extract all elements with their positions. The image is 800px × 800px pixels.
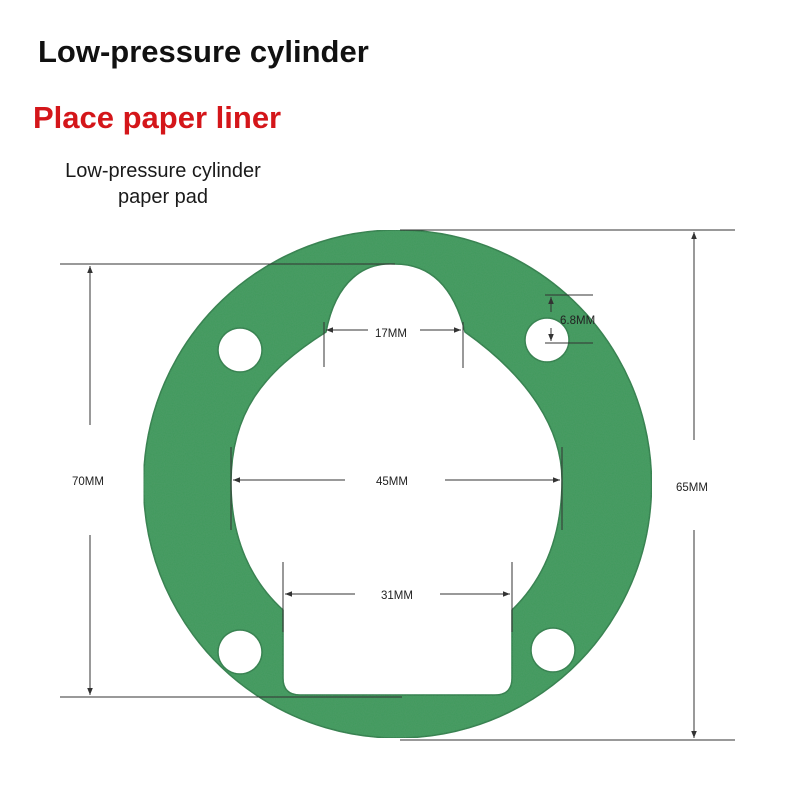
dim-label-bore-width: 45MM [376,476,408,488]
gasket-body [142,229,653,739]
dim-label-notch-width: 17MM [375,328,407,340]
caption-line-2: paper pad [117,186,209,208]
dim-label-outer-diameter: 65MM [676,482,708,494]
dimension-lines [60,229,735,741]
page-title: Low-pressure cylinder [38,34,369,69]
part-caption: Low-pressure cylinder paper pad [30,158,296,210]
caption-line-1: Low-pressure cylinder [65,160,261,182]
dim-label-bottom-opening: 31MM [381,590,413,602]
dim-label-hole-diameter: 6.8MM [560,315,595,327]
dim-label-overall-height: 70MM [72,476,104,488]
subtitle: Place paper liner [33,100,282,135]
